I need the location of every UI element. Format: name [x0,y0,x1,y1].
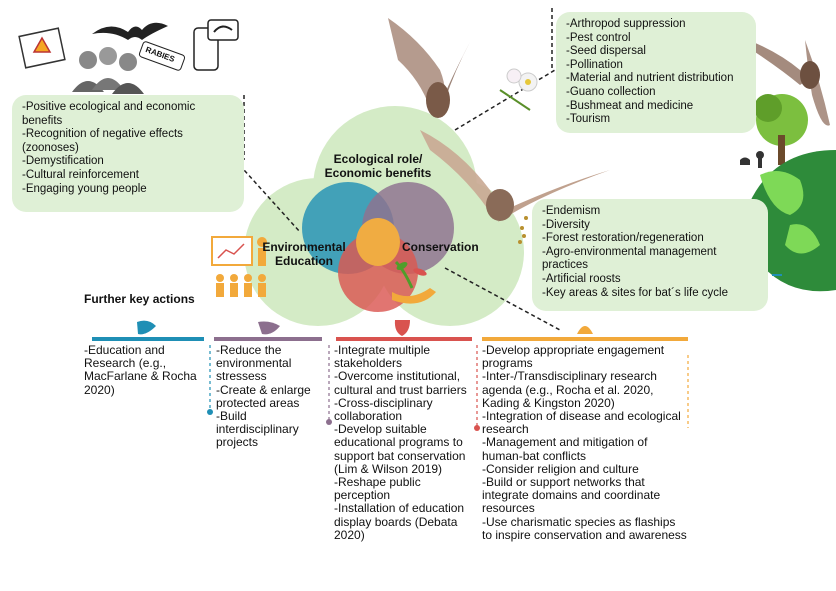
bat-photo-topright [720,30,830,126]
list-item: -Reduce the environmental stressess [216,343,292,384]
action-column-4: -Develop appropriate engagement programs… [482,343,688,542]
list-item: -Pollination [566,58,623,71]
petal-icon-red [394,320,410,336]
list-item: -Diversity [542,218,590,231]
column-bar-blue [92,337,204,341]
list-item: -Seed dispersal [566,45,646,58]
list-item: -Integrate multiple stakeholders [334,343,431,371]
list-item: -Bushmeat and medicine [566,99,694,112]
list-item: -Endemism [542,205,601,217]
connector-topright [454,69,556,131]
list-item: -Consider religion and culture [482,461,639,476]
certificate-icon [18,27,66,69]
small-venn [302,182,454,312]
column-bar-red [336,337,472,341]
petal-icon-purple [258,321,280,335]
list-item: -Cross-disciplinary collaboration [334,395,433,424]
list-item: -Key areas & sites for bat´s life cycle [542,286,728,299]
list-item: -Recognition of negative effects (zoonos… [22,128,183,154]
list-item: -Cultural reinforcement [22,168,139,181]
mid-right-box: -Endemism -Diversity -Forest restoration… [532,199,768,311]
list-item: -Inter-/Transdisciplinary research agend… [482,369,657,410]
venn-label-conservation: Conservation [402,240,479,254]
list-item: -Create & enlarge protected areas [216,382,311,410]
top-left-box: -Positive ecological and economic benefi… [12,95,244,212]
seeds-icon [518,216,528,244]
education-icon [211,236,267,297]
petal-icon-orange [577,326,593,334]
list-item: -Develop appropriate engagement programs [482,343,665,371]
list-item: -Demystification [22,155,104,168]
list-item: -Forest restoration/regeneration [542,232,704,245]
list-item: -Positive ecological and economic benefi… [22,101,196,127]
further-key-actions-heading: Further key actions [84,292,195,306]
list-item: -Installation of education display board… [334,501,465,542]
list-item: -Education and Research (e.g., MacFarlan… [84,343,197,397]
top-right-box: -Arthropod suppression -Pest control -Se… [556,12,756,133]
action-column-2: -Reduce the environmental stressess -Cre… [216,343,328,450]
action-column-1: -Education and Research (e.g., MacFarlan… [84,343,204,397]
list-item: -Overcome institutional, cultural and tr… [334,369,467,397]
list-item: -Artificial roosts [542,272,621,285]
action-column-3: -Integrate multiple stakeholders -Overco… [334,343,474,542]
list-item: -Build interdisciplinary projects [216,409,299,450]
list-item: -Integration of disease and ecological r… [482,409,681,437]
list-item: -Material and nutrient distribution [566,72,734,85]
list-item: -Tourism [566,113,611,126]
bat-silhouette-icon [92,22,168,40]
phone-icon [193,19,239,71]
bat-photo-middle [420,130,610,222]
people-icon [72,47,144,94]
column-bar-orange [482,337,688,341]
list-item: -Management and mitigation of human-bat … [482,435,648,463]
conservation-hand-icon [392,260,436,304]
list-item: -Reshape public perception [334,475,421,503]
connector-topleft [234,159,301,233]
list-item: -Develop suitable educational programs t… [334,422,466,476]
list-item: -Agro-environmental management practices [542,245,717,272]
venn-label-ecological: Ecological role/ Economic benefits [324,152,432,180]
petal-icon-blue [137,320,156,335]
column-bar-purple [214,337,322,341]
list-item: -Engaging young people [22,182,147,195]
list-item: -Pest control [566,31,631,44]
list-item: -Guano collection [566,85,656,98]
list-item: -Use charismatic species as flaships to … [482,514,687,542]
connector-right [444,267,561,331]
venn-label-education: Environmental Education [262,240,346,268]
flower-icon [499,68,538,111]
bat-photo-top [388,18,470,118]
list-item: -Arthropod suppression [566,18,686,30]
rabies-tag [138,41,186,71]
list-item: -Build or support networks that integrat… [482,475,661,516]
